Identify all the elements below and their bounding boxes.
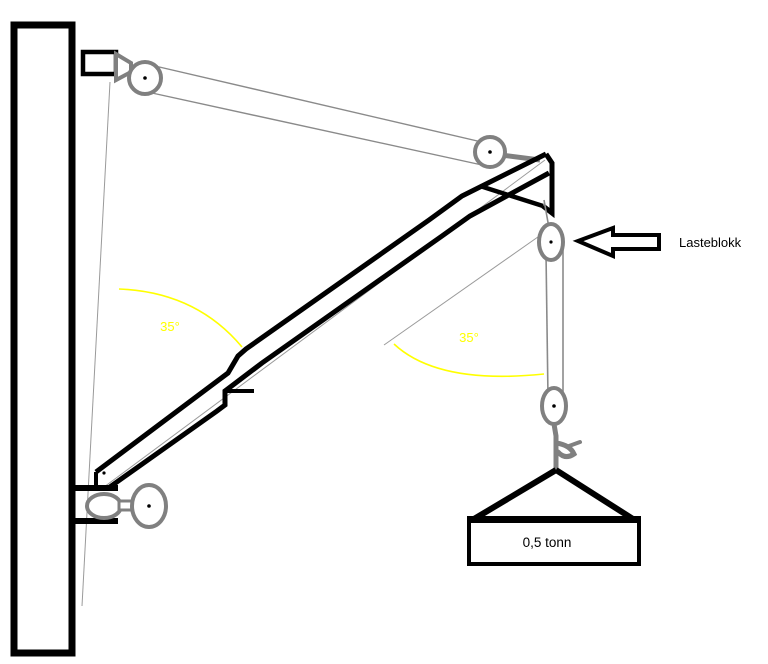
stay-cables (151, 65, 487, 166)
upper-bracket-arm (80, 49, 119, 77)
lower-sheave-axle (147, 504, 151, 508)
rope-angle-arc (393, 343, 545, 378)
load-assembly: 0,5 tonn (467, 467, 641, 566)
boom-angle-arc (118, 288, 243, 348)
sling (472, 467, 635, 522)
stay-cable-upper (154, 65, 487, 144)
hook-latch (567, 440, 582, 448)
load-weight-label: 0,5 tonn (523, 535, 572, 550)
lower-sheave-block (540, 386, 582, 470)
lower-bracket-bottom-plate (72, 518, 118, 524)
load-block (537, 222, 565, 262)
boom-angle-label: 35° (160, 319, 180, 334)
hook-bowl (553, 440, 578, 460)
load-box-top-rail (469, 516, 639, 523)
boom-tip-plate (541, 152, 555, 219)
lower-bracket-top-plate (72, 485, 118, 491)
callout-arrow-icon (572, 225, 661, 260)
stay-cable-lower (151, 92, 483, 166)
hook-shank (551, 423, 559, 470)
upper-sheave-axle (143, 76, 147, 80)
wall-column-body (10, 21, 76, 657)
jib-tip-sheave-axle (488, 150, 492, 154)
rope-angle-guide-line (383, 231, 546, 346)
lower-wall-bracket (72, 483, 168, 529)
load-box (467, 516, 641, 566)
vertical-guide-line (81, 81, 111, 607)
lower-bracket-link (85, 492, 123, 520)
rope-angle-label: 35° (459, 330, 479, 345)
lower-block-axle (552, 404, 556, 408)
load-block-label: Lasteblokk (679, 235, 742, 250)
angle-annotations (118, 288, 545, 378)
boom-lower-flange (105, 170, 551, 492)
hoist-fall-left (545, 252, 549, 399)
boom-upper-flange (94, 151, 548, 474)
load-block-callout (572, 225, 661, 260)
upper-wall-bracket (80, 49, 163, 96)
boom-foot-pivot (102, 471, 106, 475)
load-block-axle (549, 240, 553, 244)
boom-tip-brace (479, 183, 544, 209)
wall-column (10, 21, 76, 657)
